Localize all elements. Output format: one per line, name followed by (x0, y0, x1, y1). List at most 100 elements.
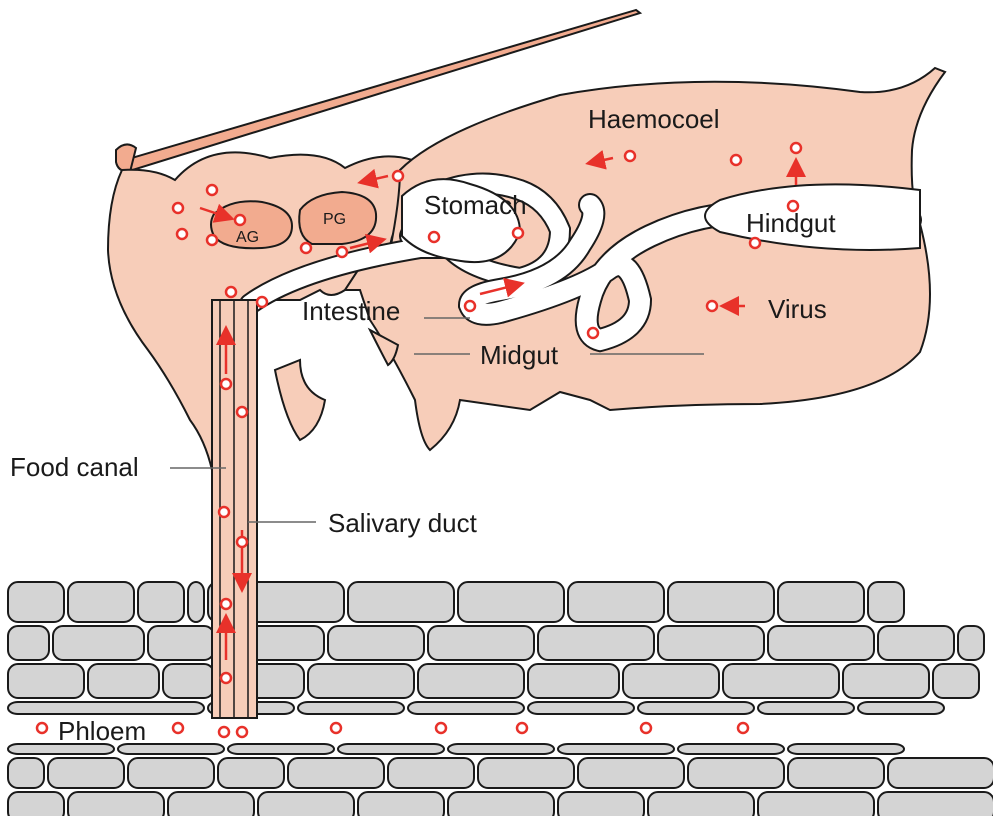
label-haemocoel: Haemocoel (588, 104, 720, 134)
plant-cell (418, 664, 524, 698)
virus-particle (177, 229, 187, 239)
plant-cell (48, 758, 124, 788)
plant-cell (448, 792, 554, 816)
plant-cell (188, 582, 204, 622)
plant-cell (428, 626, 534, 660)
plant-cell (328, 626, 424, 660)
virus-particle (237, 727, 247, 737)
plant-cell (858, 702, 944, 714)
virus-particle (219, 727, 229, 737)
plant-cell (768, 626, 874, 660)
plant-cell (868, 582, 904, 622)
plant-cell (723, 664, 839, 698)
plant-cell (388, 758, 474, 788)
virus-particle (750, 238, 760, 248)
plant-cell (648, 792, 754, 816)
plant-cell (958, 626, 984, 660)
plant-cell (558, 744, 674, 754)
label-phloem: Phloem (58, 716, 146, 746)
plant-cell (308, 664, 414, 698)
plant-cell (688, 758, 784, 788)
plant-cell (53, 626, 144, 660)
virus-particle (429, 232, 439, 242)
plant-cell (623, 664, 719, 698)
plant-cell (88, 664, 159, 698)
label-virus: Virus (768, 294, 827, 324)
virus-particle (625, 151, 635, 161)
plant-cell (348, 582, 454, 622)
plant-cell (8, 664, 84, 698)
plant-cell (8, 792, 64, 816)
virus-particle (641, 723, 651, 733)
virus-particle (513, 228, 523, 238)
plant-cell (168, 792, 254, 816)
plant-cell (408, 702, 524, 714)
plant-cell (68, 582, 134, 622)
plant-cell (218, 758, 284, 788)
plant-cell (878, 626, 954, 660)
plant-cell (228, 744, 334, 754)
plant-cell (338, 744, 444, 754)
plant-tissue (8, 582, 993, 816)
plant-cell (538, 626, 654, 660)
plant-cell (8, 702, 204, 714)
plant-cell (568, 582, 664, 622)
plant-cell (478, 758, 574, 788)
plant-cell (638, 702, 754, 714)
virus-particle (393, 171, 403, 181)
virus-particle (738, 723, 748, 733)
plant-cell (458, 582, 564, 622)
plant-cell (68, 792, 164, 816)
plant-cell (878, 792, 993, 816)
virus-particle (235, 215, 245, 225)
plant-cell (528, 702, 634, 714)
plant-cell (8, 758, 44, 788)
virus-particle (731, 155, 741, 165)
plant-cell (578, 758, 684, 788)
plant-cell (788, 758, 884, 788)
leg-stub-2 (275, 360, 325, 440)
plant-cell (163, 664, 214, 698)
plant-cell (448, 744, 554, 754)
virus-particle (588, 328, 598, 338)
virus-particle (207, 235, 217, 245)
virus-particle (173, 723, 183, 733)
virus-particle (465, 301, 475, 311)
plant-cell (788, 744, 904, 754)
virus-particle (517, 723, 527, 733)
label-pg: PG (323, 211, 346, 228)
plant-cell (128, 758, 214, 788)
label-ag: AG (236, 229, 259, 246)
plant-cell (248, 582, 344, 622)
plant-cell (758, 702, 854, 714)
plant-cell (888, 758, 993, 788)
virus-particle (436, 723, 446, 733)
plant-cell (758, 792, 874, 816)
virus-particle (237, 537, 247, 547)
plant-cell (843, 664, 929, 698)
virus-particle (221, 599, 231, 609)
virus-particle (226, 287, 236, 297)
virus-particle (331, 723, 341, 733)
virus-particle (221, 379, 231, 389)
plant-cell (778, 582, 864, 622)
plant-cell (258, 792, 354, 816)
virus-particle (257, 297, 267, 307)
virus-particle (173, 203, 183, 213)
virus-particle (301, 243, 311, 253)
plant-cell (658, 626, 764, 660)
virus-particle (221, 673, 231, 683)
plant-cell (288, 758, 384, 788)
plant-cell (358, 792, 444, 816)
virus-particle (37, 723, 47, 733)
plant-cell (528, 664, 619, 698)
label-midgut: Midgut (480, 340, 559, 370)
plant-cell (558, 792, 644, 816)
plant-cell (138, 582, 184, 622)
plant-cell (298, 702, 404, 714)
label-food-canal: Food canal (10, 452, 139, 482)
virus-particle (707, 301, 717, 311)
plant-cell (8, 582, 64, 622)
virus-particle (207, 185, 217, 195)
